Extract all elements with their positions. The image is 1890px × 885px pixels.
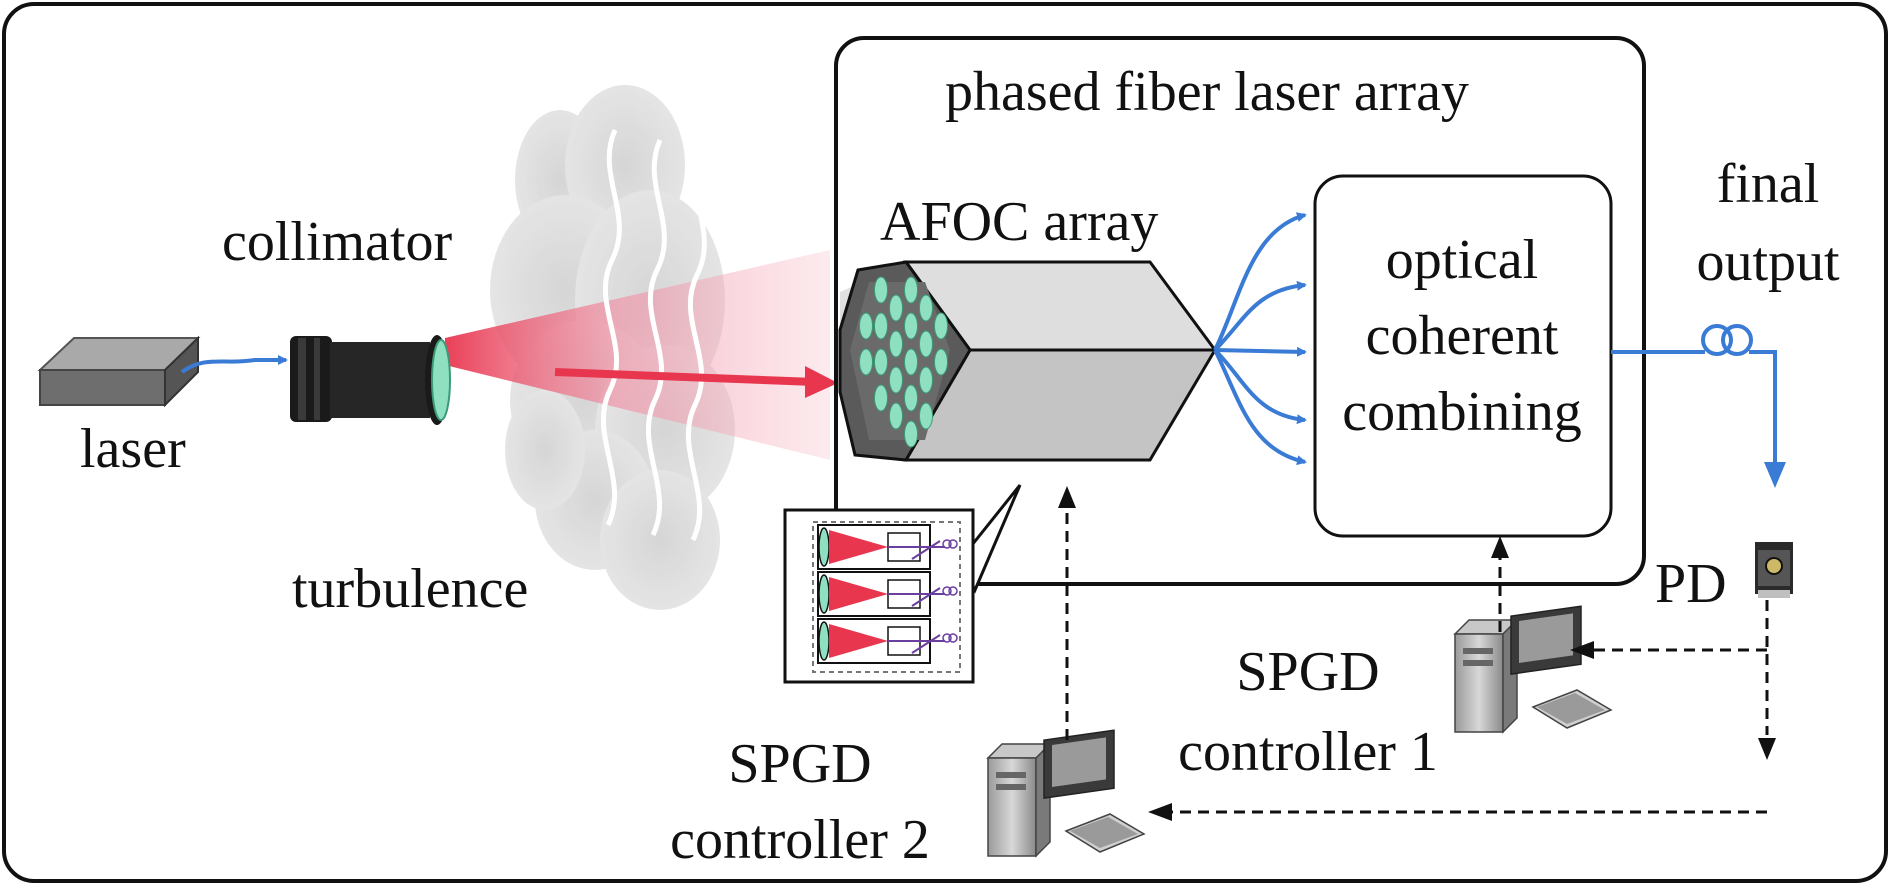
spgd1-label-line2: controller 1 — [1178, 721, 1438, 783]
occ-box — [1313, 174, 1613, 538]
beam-cone — [445, 250, 830, 460]
afoc-lens — [934, 348, 948, 376]
phased-array-box — [834, 36, 1646, 586]
afoc-lens — [874, 348, 888, 376]
occ-label-line1: optical — [1386, 229, 1538, 291]
feedback-arrow-heads — [1058, 486, 1776, 821]
afoc-lens — [859, 312, 873, 340]
inset-channel — [817, 618, 958, 664]
collimator-icon — [290, 335, 451, 425]
afoc-lens — [859, 348, 873, 376]
fiber-laser-to-collimator — [180, 355, 288, 374]
afoc-lens — [904, 420, 918, 448]
collimator-label: collimator — [222, 211, 453, 273]
afoc-lens — [874, 276, 888, 304]
afoc-lens — [889, 294, 903, 322]
afoc-detail-inset — [783, 484, 1022, 684]
afoc-lens — [874, 384, 888, 412]
inset-channel — [817, 524, 958, 570]
afoc-lens — [889, 366, 903, 394]
afoc-lens — [889, 330, 903, 358]
afoc-lens — [904, 384, 918, 412]
spgd2-label-line2: controller 2 — [670, 809, 930, 871]
spgd2-label-line1: SPGD — [728, 733, 871, 795]
final-output-label-line2: output — [1696, 231, 1840, 293]
afoc-lens — [919, 366, 933, 394]
beam-arrow — [554, 368, 816, 386]
afoc-lens — [904, 276, 918, 304]
feedback-lines — [1065, 505, 1769, 814]
computer-icon-1 — [1453, 605, 1613, 734]
afoc-lens — [874, 312, 888, 340]
laser-source-icon — [37, 335, 201, 408]
afoc-lens — [919, 402, 933, 430]
final-output-fiber — [1611, 324, 1777, 470]
afoc-lens — [934, 312, 948, 340]
array-box-title: phased fiber laser array — [945, 61, 1469, 123]
afoc-lens — [904, 348, 918, 376]
inset-channel — [817, 571, 958, 617]
beam-arrow-head — [805, 366, 838, 398]
final-output-label-line1: final — [1717, 153, 1820, 215]
occ-label-line3: combining — [1342, 381, 1582, 443]
laser-label: laser — [80, 418, 186, 480]
occ-label-line2: coherent — [1366, 305, 1559, 367]
output-fibers — [1213, 212, 1307, 466]
pd-label: PD — [1655, 553, 1727, 615]
afoc-lens — [904, 312, 918, 340]
spgd1-label-line1: SPGD — [1236, 641, 1379, 703]
turbulence-waves — [600, 128, 707, 542]
afoc-lens-grid — [859, 276, 948, 448]
photodetector-icon — [1755, 542, 1793, 598]
afoc-array-prism — [838, 260, 1218, 462]
computer-icon-2 — [986, 729, 1146, 858]
turbulence-label: turbulence — [292, 558, 528, 620]
afoc-lens — [919, 330, 933, 358]
afoc-lens — [919, 294, 933, 322]
afoc-array-label: AFOC array — [880, 191, 1158, 253]
final-output-arrow-head — [1764, 462, 1786, 488]
afoc-lens — [889, 402, 903, 430]
